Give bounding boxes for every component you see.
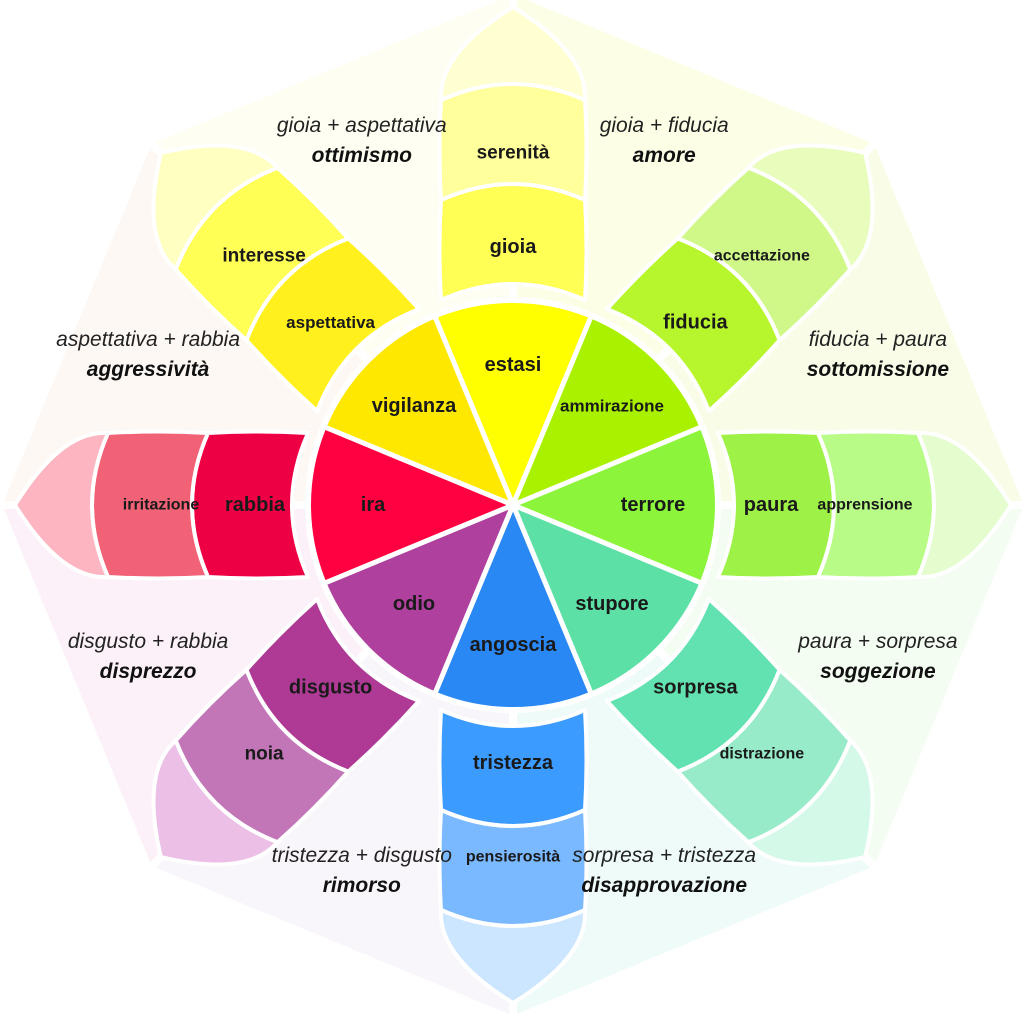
band-disgust-tip — [151, 738, 280, 867]
label-fear-mid: paura — [744, 494, 799, 516]
dyad-combo-rimorso: tristezza + disgusto — [272, 844, 453, 867]
label-sadness-inner: angoscia — [470, 634, 558, 656]
band-surprise-tip — [746, 738, 875, 867]
label-disgust-outer: noia — [245, 743, 284, 764]
dyad-name-amore: amore — [633, 144, 696, 167]
label-fear-inner: terrore — [621, 494, 685, 516]
label-fear-outer: apprensione — [817, 497, 912, 514]
dyad-combo-disprezzo: disgusto + rabbia — [68, 630, 229, 653]
label-anticipation-mid: aspettativa — [286, 313, 375, 332]
label-surprise-mid: sorpresa — [653, 676, 738, 698]
dyad-name-ottimismo: ottimismo — [312, 144, 413, 167]
label-anger-outer: irritazione — [123, 497, 200, 514]
dyad-combo-aggressività: aspettativa + rabbia — [56, 328, 240, 351]
band-trust-tip — [746, 143, 875, 272]
dyad-name-rimorso: rimorso — [323, 874, 401, 897]
label-anticipation-inner: vigilanza — [372, 395, 457, 417]
dyad-combo-disapprovazione: sorpresa + tristezza — [572, 844, 756, 867]
label-joy-inner: estasi — [485, 354, 542, 376]
inner-ring-outline — [305, 297, 721, 713]
band-joy-tip — [438, 5, 588, 102]
band-anticipation-tip — [151, 143, 280, 272]
label-surprise-outer: distrazione — [720, 745, 805, 762]
dyad-name-disprezzo: disprezzo — [100, 660, 197, 683]
band-fear-tip — [916, 430, 1013, 580]
dyad-combo-ottimismo: gioia + aspettativa — [277, 114, 447, 137]
dyad-name-sottomissione: sottomissione — [807, 358, 950, 381]
band-sadness-outer — [437, 808, 589, 928]
label-surprise-inner: stupore — [575, 593, 648, 615]
label-joy-outer: serenità — [477, 143, 550, 164]
dyad-combo-amore: gioia + fiducia — [600, 114, 729, 137]
label-joy-mid: gioia — [490, 236, 538, 258]
label-disgust-mid: disgusto — [289, 676, 372, 698]
band-anger-tip — [13, 430, 110, 580]
label-sadness-outer: pensierosità — [466, 849, 560, 866]
dyad-name-soggezione: soggezione — [820, 660, 936, 683]
label-anger-inner: ira — [361, 494, 386, 516]
dyad-combo-sottomissione: fiducia + paura — [809, 328, 947, 351]
emotion-labels: estasi gioia serenità ammirazione fiducia acc… — [56, 114, 957, 897]
dyad-name-disapprovazione: disapprovazione — [581, 874, 747, 897]
emotion-petals — [13, 5, 1013, 1005]
band-sadness-tip — [438, 908, 588, 1005]
label-trust-mid: fiducia — [663, 312, 728, 334]
label-sadness-mid: tristezza — [473, 752, 554, 774]
label-anticipation-outer: interesse — [222, 246, 305, 267]
label-disgust-inner: odio — [393, 593, 435, 615]
dyad-combo-soggezione: paura + sorpresa — [797, 630, 957, 653]
label-anger-mid: rabbia — [225, 494, 286, 516]
dyad-name-aggressività: aggressività — [87, 358, 210, 381]
label-trust-inner: ammirazione — [560, 397, 664, 416]
label-trust-outer: accettazione — [714, 248, 810, 265]
